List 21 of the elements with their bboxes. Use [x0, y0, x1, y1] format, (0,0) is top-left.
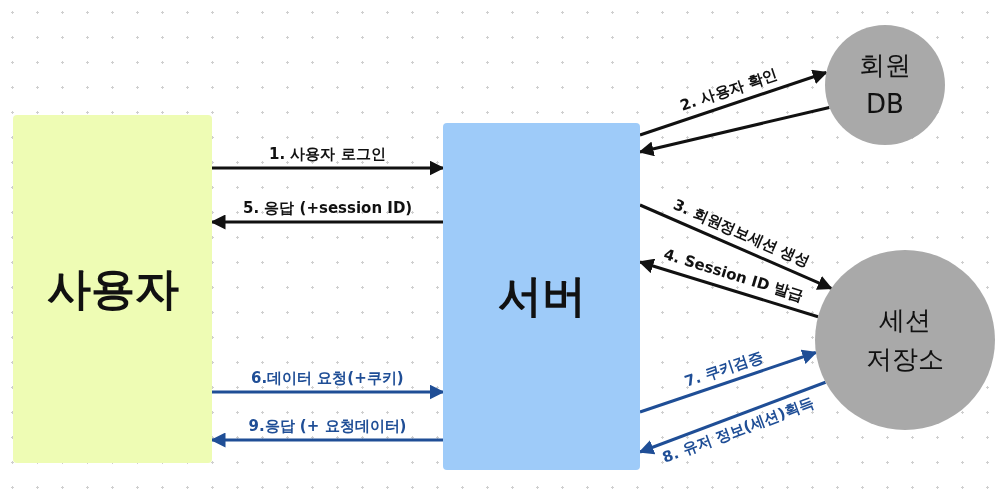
- entity-box: [443, 123, 640, 470]
- node-label: 서버: [497, 269, 586, 323]
- edge-label: 9.응답 (+ 요청데이터): [248, 417, 407, 434]
- node-label: 세션 저장소: [865, 304, 945, 376]
- edge-label: 5. 응답 (+session ID): [243, 199, 413, 216]
- arrow: [210, 432, 443, 448]
- arrow: [638, 258, 819, 319]
- node-label: 회원 DB: [858, 49, 912, 121]
- arrow: [638, 380, 827, 455]
- arrow: [212, 160, 445, 176]
- arrow: [639, 349, 818, 414]
- arrow: [210, 214, 443, 230]
- edge-label: 6.데이터 요청(+쿠키): [251, 369, 404, 386]
- entity-box: [13, 115, 212, 463]
- arrow: [638, 106, 830, 157]
- node-label: 사용자: [46, 261, 179, 316]
- arrow: [639, 69, 828, 137]
- edge-label: 1. 사용자 로그인: [269, 145, 386, 162]
- arrow: [639, 203, 833, 290]
- edge-label: 2. 사용자 확인: [677, 66, 780, 115]
- arrow: [212, 384, 445, 400]
